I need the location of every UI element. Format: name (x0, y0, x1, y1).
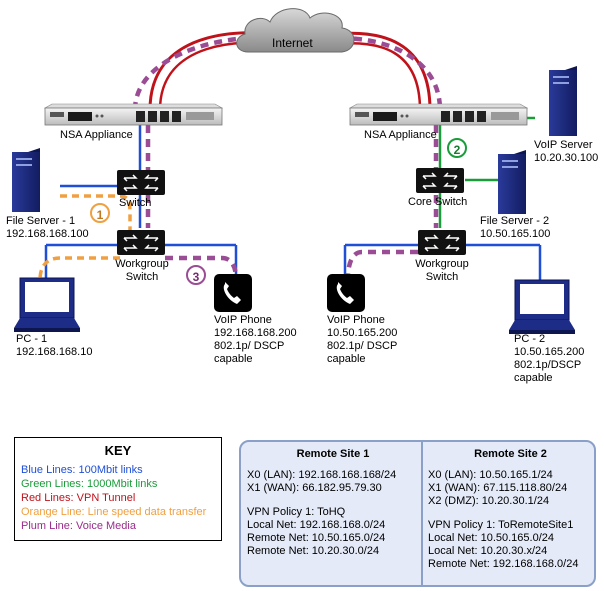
pc-1-icon (14, 277, 80, 332)
remote-site-1-title: Remote Site 1 (296, 448, 370, 460)
voip-phone-left-icon (214, 274, 252, 312)
legend-key: KEY Blue Lines: 100Mbit links Green Line… (14, 437, 222, 541)
pc-2-icon (509, 279, 575, 334)
site1-line: Local Net: 192.168.168.0/24 (247, 519, 386, 531)
badge-2: 2 (447, 138, 467, 158)
voice-media-plum (132, 35, 443, 279)
core-switch-icon (416, 168, 464, 193)
legend-item-red: Red Lines: VPN Tunnel (21, 492, 136, 504)
workgroup-switch-right-icon (418, 230, 466, 255)
legend-item-green: Green Lines: 1000Mbit links (21, 478, 158, 490)
legend-item-plum: Plum Line: Voice Media (21, 520, 136, 532)
site1-line: X0 (LAN): 192.168.168.168/24 (247, 469, 397, 481)
site2-line: X1 (WAN): 67.115.118.80/24 (428, 482, 568, 494)
site1-line: X1 (WAN): 66.182.95.79.30 (247, 482, 382, 494)
badge-3: 3 (186, 265, 206, 285)
legend-item-orange: Orange Line: Line speed data transfer (21, 506, 207, 518)
site2-line: Local Net: 10.50.165.0/24 (428, 532, 554, 544)
remote-site-2-title: Remote Site 2 (474, 448, 547, 460)
file-server-2-icon (498, 150, 526, 214)
site2-line: X2 (DMZ): 10.20.30.1/24 (428, 495, 550, 507)
switch-left-icon (117, 170, 165, 195)
remote-site-2: Remote Site 2 X0 (LAN): 10.50.165.1/24 X… (428, 448, 593, 571)
workgroup-switch-left-icon (117, 230, 165, 255)
nsa-right-label: NSA Appliance (364, 129, 437, 141)
legend-item-blue: Blue Lines: 100Mbit links (21, 464, 143, 476)
data-transfer-orange (38, 194, 132, 281)
site2-line: VPN Policy 1: ToRemoteSite1 (428, 519, 574, 531)
badge-1: 1 (90, 203, 110, 223)
nsa-appliance-right-icon (348, 103, 529, 126)
nsa-appliance-left-icon (43, 103, 224, 126)
site1-line: VPN Policy 1: ToHQ (247, 506, 346, 518)
site2-line: X0 (LAN): 10.50.165.1/24 (428, 469, 553, 481)
nsa-left-label: NSA Appliance (60, 129, 133, 141)
site2-line: Remote Net: 192.168.168.0/24 (428, 558, 579, 570)
remote-sites-panel: Remote Site 1 X0 (LAN): 192.168.168.168/… (239, 440, 596, 587)
site1-line: Remote Net: 10.50.165.0/24 (247, 532, 386, 544)
remote-site-1: Remote Site 1 X0 (LAN): 192.168.168.168/… (247, 448, 419, 558)
switch-left-label: Switch (119, 197, 152, 209)
voip-server-icon (549, 66, 577, 136)
internet-label: Internet (272, 36, 313, 50)
internet-cloud-icon (236, 8, 355, 53)
core-switch-label: Core Switch (408, 196, 468, 208)
blue-links (44, 125, 542, 280)
voip-phone-right-icon (327, 274, 365, 312)
site-divider (421, 442, 423, 585)
site2-line: Local Net: 10.20.30.x/24 (428, 545, 548, 557)
file-server-1-icon (12, 148, 40, 212)
site1-line: Remote Net: 10.20.30.0/24 (247, 545, 380, 557)
legend-title: KEY (104, 443, 132, 458)
